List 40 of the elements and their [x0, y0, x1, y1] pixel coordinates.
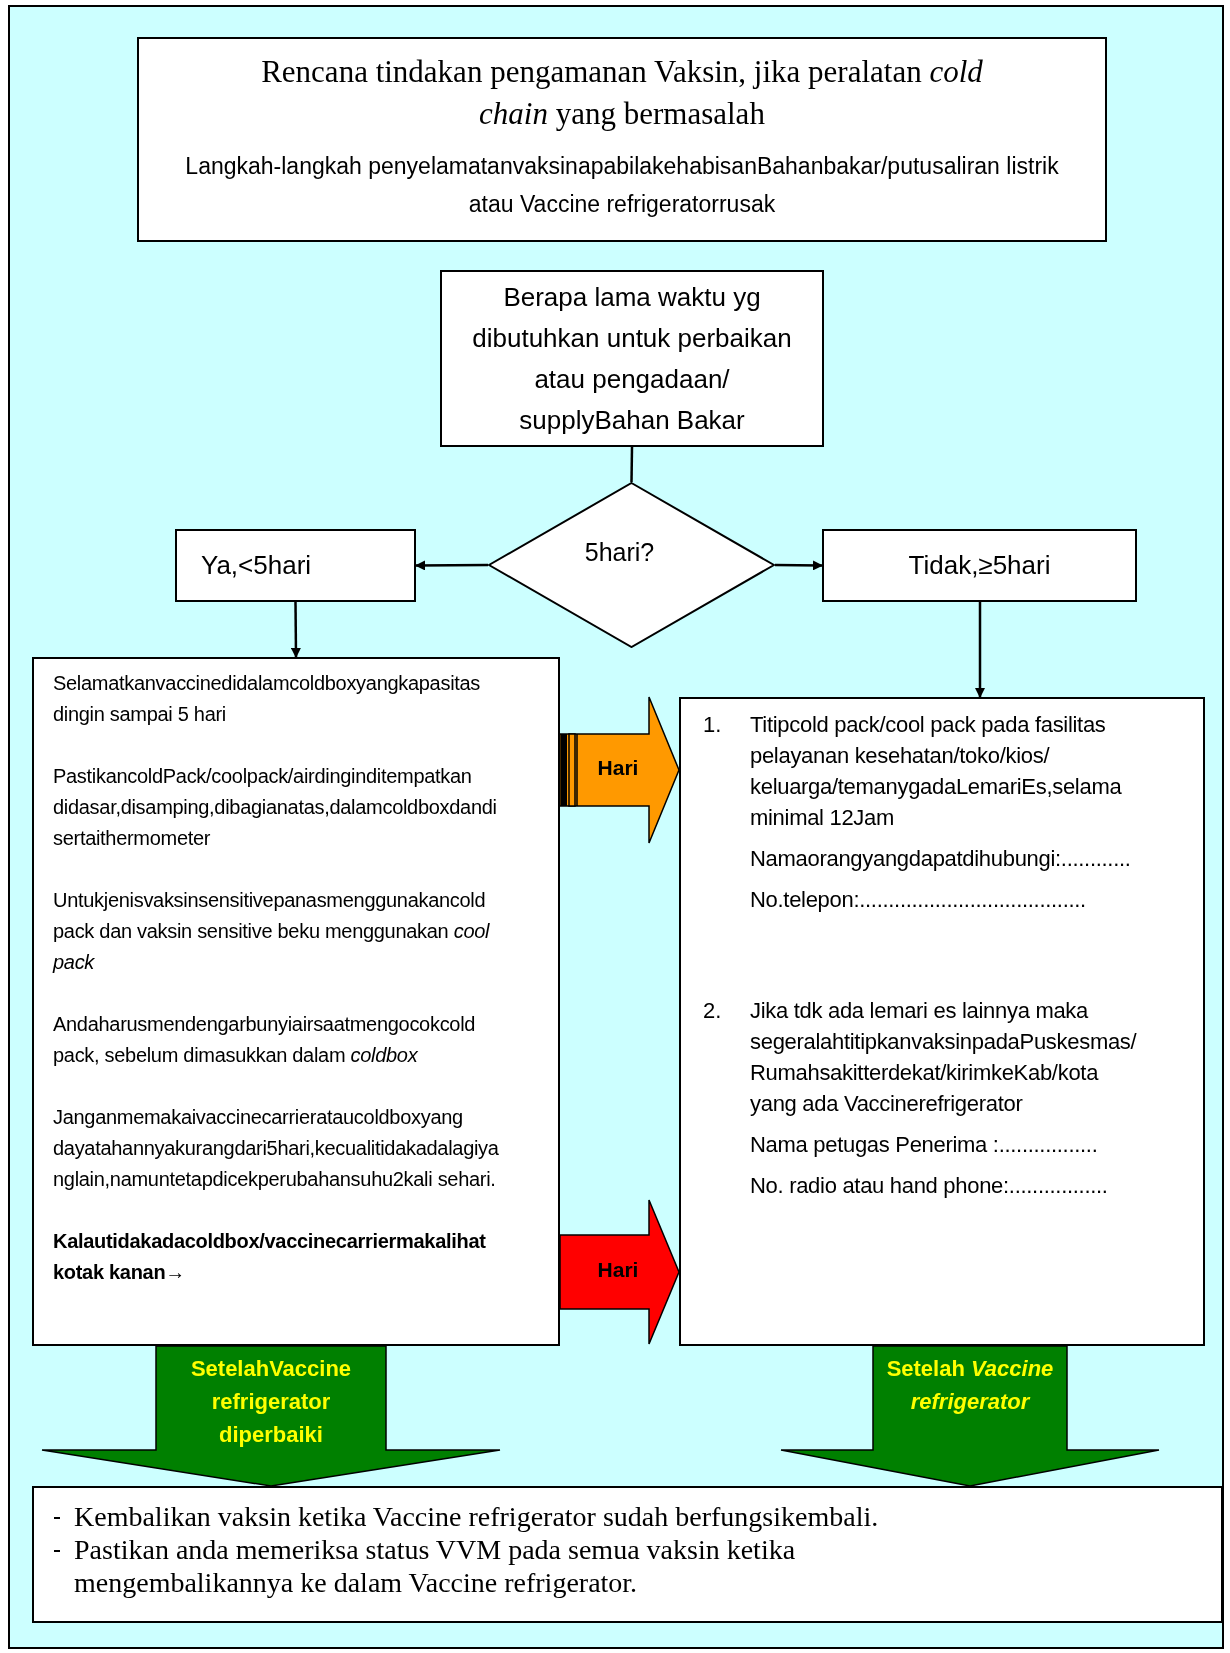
title-box — [137, 37, 1107, 242]
item-number: 2. — [703, 997, 723, 1025]
block-arrow — [780, 1345, 1160, 1487]
step-text: Selamatkanvaccinedidalamcoldboxyangkapasitas dingin sampai 5 hari — [53, 671, 482, 727]
question-text: Berapa lama waktu yg dibutuhkan untuk perbaikan atau pengadaan/ supplyBahan Bakar — [471, 280, 793, 437]
decision-text: 5hari? — [584, 537, 655, 569]
fill-in-line: No. radio atau hand phone:................. — [750, 1172, 1109, 1200]
fill-in-line: No.telepon:....................................... — [750, 886, 1087, 914]
bullet-text: Kembalikan vaksin ketika Vaccine refrigerator sudah berfungsikembali. — [74, 1500, 880, 1533]
process-box — [32, 1486, 1223, 1623]
fill-in-line: Namaorangyangdapatdihubungi:............ — [750, 845, 1132, 873]
step-text: Andaharusmendengarbunyiairsaatmengocokcold pack, sebelum dimasukkan dalam coldbox — [53, 1012, 477, 1068]
choice-text: Ya,<5hari — [201, 549, 312, 582]
edge-label: Hari — [597, 1257, 639, 1283]
subtitle-text: Langkah-langkah penyelamatanvaksinapabilakehabisanBahanbakar/putusaliran listrik atau Vaccine refrigeratorrusak — [184, 152, 1060, 219]
arrow — [975, 602, 985, 698]
step-text: Jika tdk ada lemari es lainnya maka segeralahtitipkanvaksinpadaPuskesmas/ Rumahsakitterdekat/kirimkeKab/kota yang ada Vaccinerefrigerator — [750, 997, 1138, 1118]
arrow — [415, 560, 488, 571]
note-text: Kalautidakadacoldbox/vaccinecarriermakalihat kotak kanan→ — [53, 1229, 487, 1285]
process-box — [440, 270, 824, 447]
process-box — [679, 697, 1205, 1346]
process-box — [822, 529, 1137, 602]
step-text: PastikancoldPack/coolpack/airdinginditempatkan didasar,disamping,dibagianatas,dalamcoldboxdandi sertaithermometer — [53, 764, 498, 851]
bullet-text: Pastikan anda memeriksa status VVM pada semua vaksin ketika mengembalikannya ke dalam Vaccine refrigerator. — [74, 1533, 797, 1599]
edge-label: SetelahVaccine refrigerator diperbaiki — [189, 1355, 353, 1449]
step-text: Titipcold pack/cool pack pada fasilitas pelayanan kesehatan/toko/kios/ keluarga/temanygadaLemariEs,selama minimal 12Jam — [750, 711, 1123, 832]
arrow — [775, 560, 823, 571]
block-arrow — [41, 1345, 501, 1487]
process-box — [175, 529, 416, 602]
step-text: Janganmemakaivaccinecarrierataucoldboxyang dayatahannyakurangdari5hari,kecualitidakadalagiya nglain,namuntetapdicekperubahansuhu2kali sehari. — [53, 1105, 500, 1192]
edge-label: Hari — [597, 755, 639, 781]
title-text: Rencana tindakan pengamanan Vaksin, jika peralatan cold chain yang bermasalah — [260, 53, 984, 133]
block-arrow — [559, 1199, 680, 1345]
fill-in-line: Nama petugas Penerima :................. — [750, 1131, 1099, 1159]
edge-label: Setelah Vaccine refrigerator — [885, 1355, 1055, 1416]
item-number: 1. — [703, 711, 723, 739]
choice-text: Tidak,≥5hari — [908, 549, 1051, 582]
process-box — [32, 657, 560, 1346]
step-text: Untukjenisvaksinsensitivepanasmenggunakancold pack dan vaksin sensitive beku menggunakan cool pack — [53, 888, 491, 975]
arrow — [290, 602, 301, 658]
